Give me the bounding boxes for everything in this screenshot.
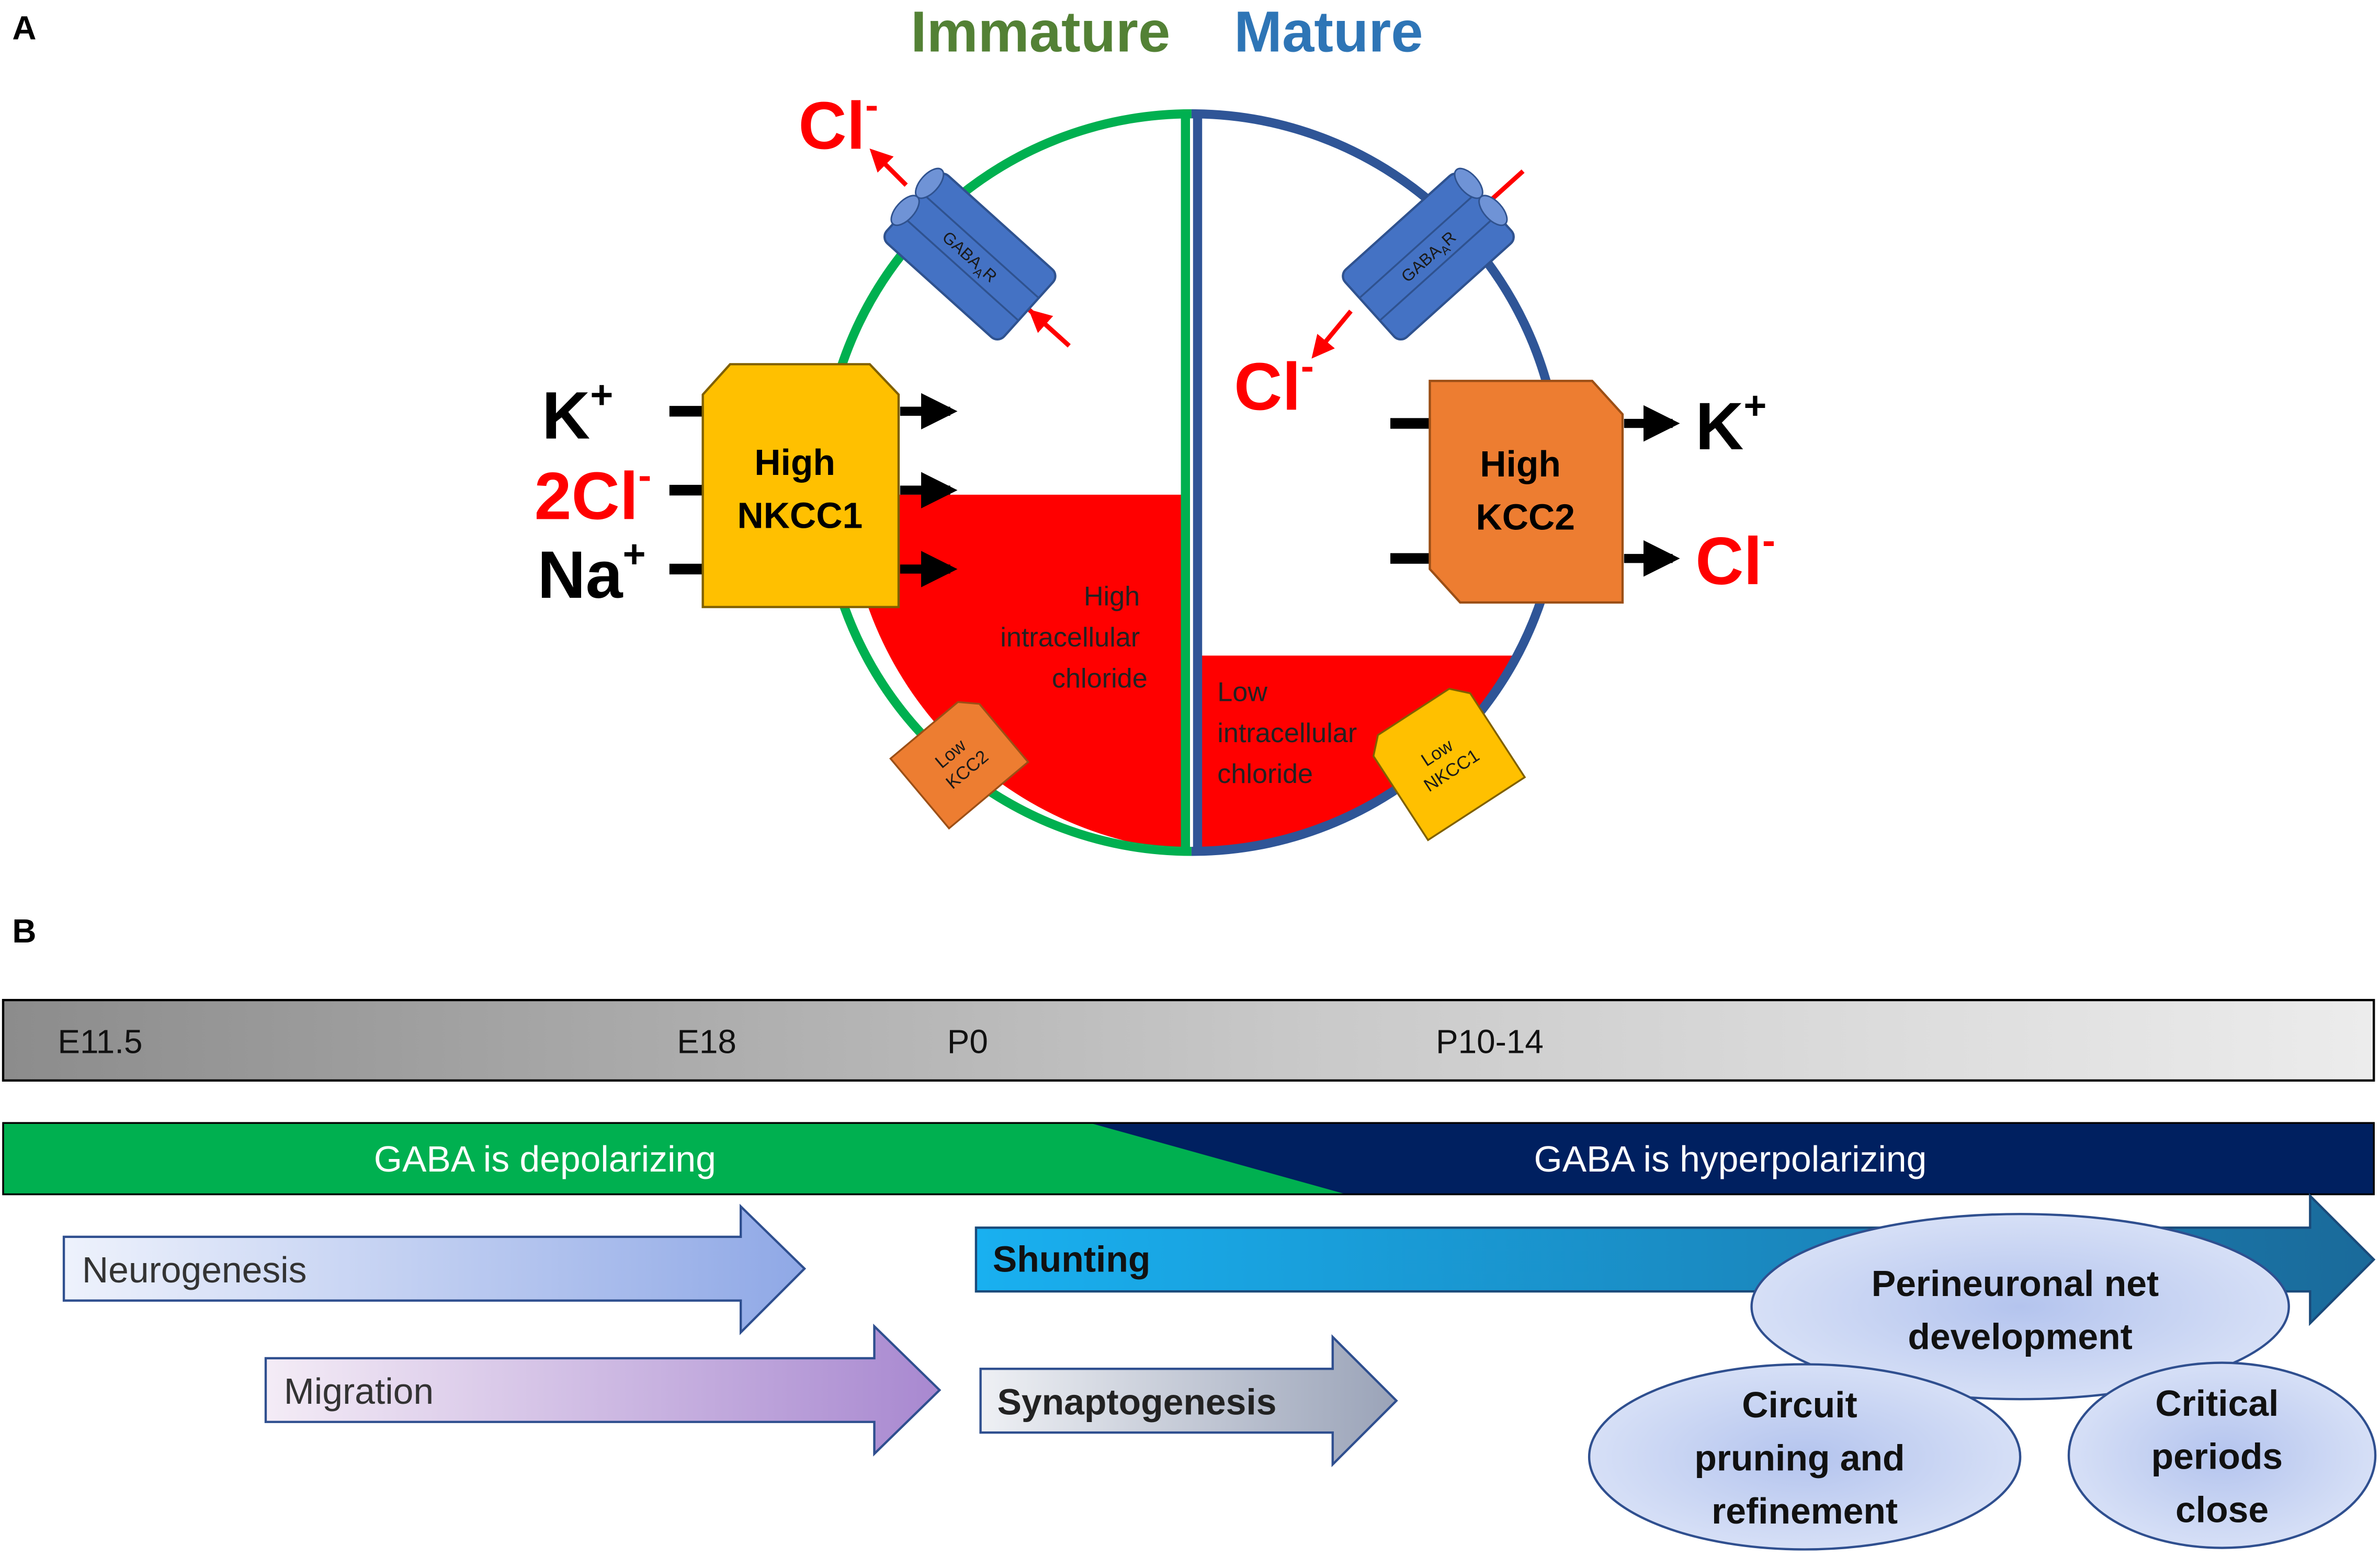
gaba-a-receptor-immature: GABAAR (883, 167, 1071, 348)
critical-periods-ellipse: Critical periods close (2067, 1361, 2377, 1549)
migration-arrow: Migration (264, 1323, 942, 1457)
high-chloride-label: High intracellular chloride (1000, 582, 1148, 694)
ion-k-out: K+ (1695, 383, 1766, 464)
timeline-p10-14: P10-14 (1436, 1023, 1544, 1061)
svg-text:Critical periods: Critical periods close (2151, 1383, 2293, 1530)
gaba-polarity-bar: GABA is depolarizing GABA is hyperpolari… (2, 1122, 2375, 1196)
hyperpolarizing-label: GABA is hyperpolarizing (1534, 1139, 1927, 1179)
svg-text:High NKCC1: High NKCC1 (737, 442, 863, 536)
svg-text:High KCC2: High KCC2 (1476, 444, 1575, 538)
panel-a: A Immature Mature High intracellular chl… (12, 0, 1775, 856)
shunting-label: Shunting (993, 1239, 1151, 1280)
perineuronal-net-ellipse: Perineuronal net development (1750, 1213, 2290, 1401)
immature-heading: Immature (911, 0, 1170, 64)
panel-b-label: B (12, 912, 36, 950)
ion-na-in: Na+ (537, 532, 645, 612)
cl-influx-arrow (1311, 310, 1353, 359)
ion-k-in: K+ (542, 373, 613, 453)
cl-efflux-label: Cl- (798, 83, 878, 163)
timeline-p0: P0 (947, 1023, 988, 1061)
timeline-e18: E18 (677, 1023, 736, 1061)
ion-2cl-in: 2Cl- (535, 453, 652, 533)
circuit-pruning-ellipse: Circuit pruning and refinement (1588, 1363, 2022, 1551)
cl-influx-label: Cl- (1234, 344, 1314, 424)
synaptogenesis-arrow: Synaptogenesis (979, 1334, 1398, 1468)
nkcc1-transporter-low: Low NKCC1 (1372, 688, 1526, 842)
synaptogenesis-label: Synaptogenesis (998, 1381, 1277, 1422)
timeline-bar (2, 998, 2375, 1082)
neurogenesis-label: Neurogenesis (82, 1249, 307, 1290)
migration-label: Migration (284, 1371, 434, 1412)
cl-efflux-arrow (869, 149, 908, 187)
timeline-e11-5: E11.5 (58, 1023, 142, 1061)
svg-text:Circuit pruning and: Circuit pruning and refinement (1694, 1384, 1915, 1531)
nkcc1-transporter-high: High NKCC1 (669, 363, 958, 608)
kcc2-transporter-low: Low KCC2 (889, 701, 1029, 830)
depolarizing-label: GABA is depolarizing (374, 1139, 716, 1179)
kcc2-transporter-high: High KCC2 (1390, 380, 1680, 604)
panel-b: B E11.5 E18 P0 P10-14 GABA is depolarizi… (2, 912, 2377, 1551)
ion-cl-out: Cl- (1695, 518, 1775, 599)
mature-heading: Mature (1234, 0, 1423, 64)
gaba-a-receptor-mature: GABAAR (1342, 167, 1525, 341)
neurogenesis-arrow: Neurogenesis (62, 1203, 807, 1335)
panel-a-label: A (12, 9, 36, 47)
low-chloride-label: Low intracellular chloride (1217, 677, 1365, 790)
svg-text:Perineuronal net devel: Perineuronal net development (1872, 1263, 2169, 1357)
